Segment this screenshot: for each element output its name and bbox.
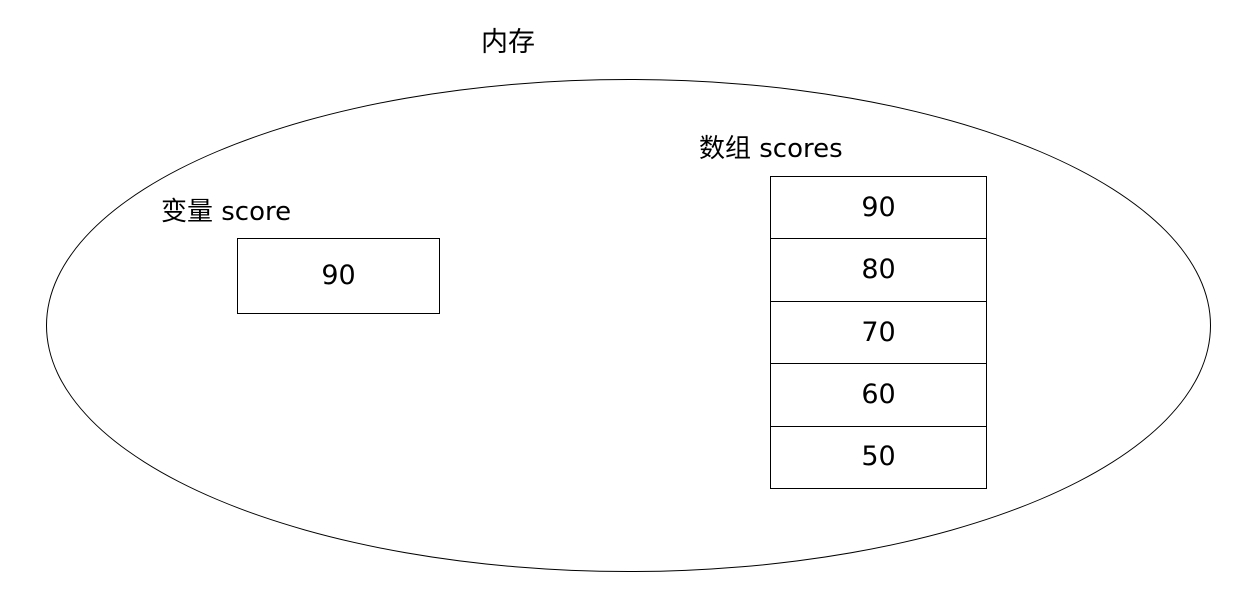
array-cell-value: 90 [861, 191, 896, 223]
array-cell: 70 [771, 302, 986, 365]
array-table: 90 80 70 60 50 [770, 176, 987, 489]
variable-box: 90 [237, 238, 440, 314]
array-cell-value: 70 [861, 316, 896, 348]
diagram-title: 内存 [481, 27, 535, 58]
array-cell-value: 80 [861, 254, 896, 286]
array-cell: 90 [771, 177, 986, 240]
array-cell-value: 50 [861, 441, 896, 473]
array-cell: 50 [771, 427, 986, 488]
variable-value: 90 [321, 260, 356, 291]
variable-label: 变量 score [161, 197, 292, 227]
array-cell: 60 [771, 364, 986, 427]
array-label: 数组 scores [699, 134, 843, 164]
array-cell: 80 [771, 239, 986, 302]
array-cell-value: 60 [861, 378, 896, 410]
memory-ellipse [46, 79, 1211, 572]
